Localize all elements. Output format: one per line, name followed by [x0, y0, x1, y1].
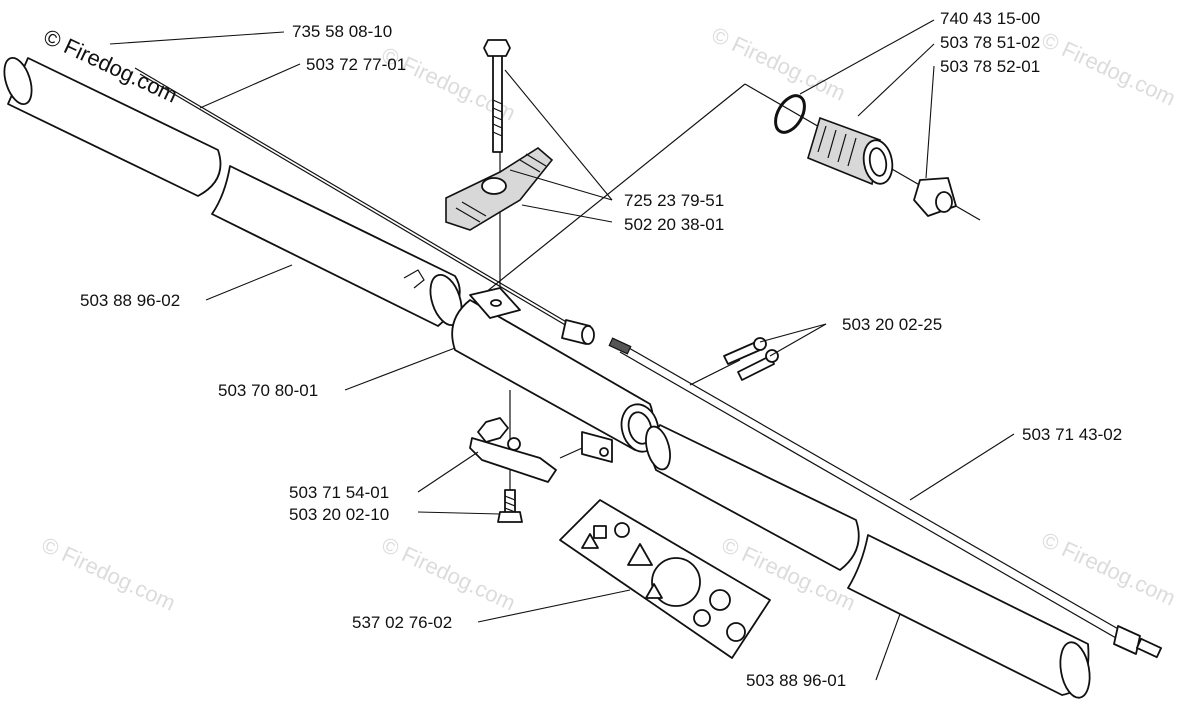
part-label: 502 20 38-01 [624, 215, 724, 234]
part-label: 537 02 76-02 [352, 613, 452, 632]
part-label: 503 20 02-25 [842, 315, 942, 334]
part-label: 503 72 77-01 [306, 55, 406, 74]
watermark-text: © Firedog.com [38, 532, 180, 616]
watermark-text: © Firedog.com [1038, 527, 1180, 611]
part-label: 503 70 80-01 [218, 381, 318, 400]
clamp-plate-assembly [469, 417, 557, 523]
part-label: 740 43 15-00 [940, 9, 1040, 28]
part-label: 503 78 52-01 [940, 57, 1040, 76]
part-label: 725 23 79-51 [624, 191, 724, 210]
upper-shaft-tube [3, 56, 463, 327]
warning-decal [559, 499, 771, 659]
lower-shaft-tube [645, 424, 1162, 699]
screws-pair [723, 337, 779, 381]
part-label: 503 78 51-02 [940, 33, 1040, 52]
part-labels: 735 58 08-10 503 72 77-01 740 43 15-00 5… [80, 9, 1122, 690]
drive-shaft [561, 319, 632, 355]
watermark-text: © Firedog.com [1038, 27, 1180, 111]
part-label: 735 58 08-10 [292, 22, 392, 41]
part-label: 503 88 96-02 [80, 291, 180, 310]
part-label: 503 20 02-10 [289, 505, 389, 524]
part-label: 503 71 43-02 [1022, 425, 1122, 444]
watermark-text: © Firedog.com [708, 22, 850, 106]
coupling-parts [774, 94, 957, 217]
clamp-housing [451, 287, 660, 463]
drive-shaft-axis [134, 67, 1121, 639]
part-label: 503 71 54-01 [289, 483, 389, 502]
leader-lines [109, 19, 1015, 681]
watermark-text: © Firedog.com [378, 532, 520, 616]
part-label: 503 88 96-01 [746, 671, 846, 690]
wing-nut-and-bolt [445, 39, 554, 231]
